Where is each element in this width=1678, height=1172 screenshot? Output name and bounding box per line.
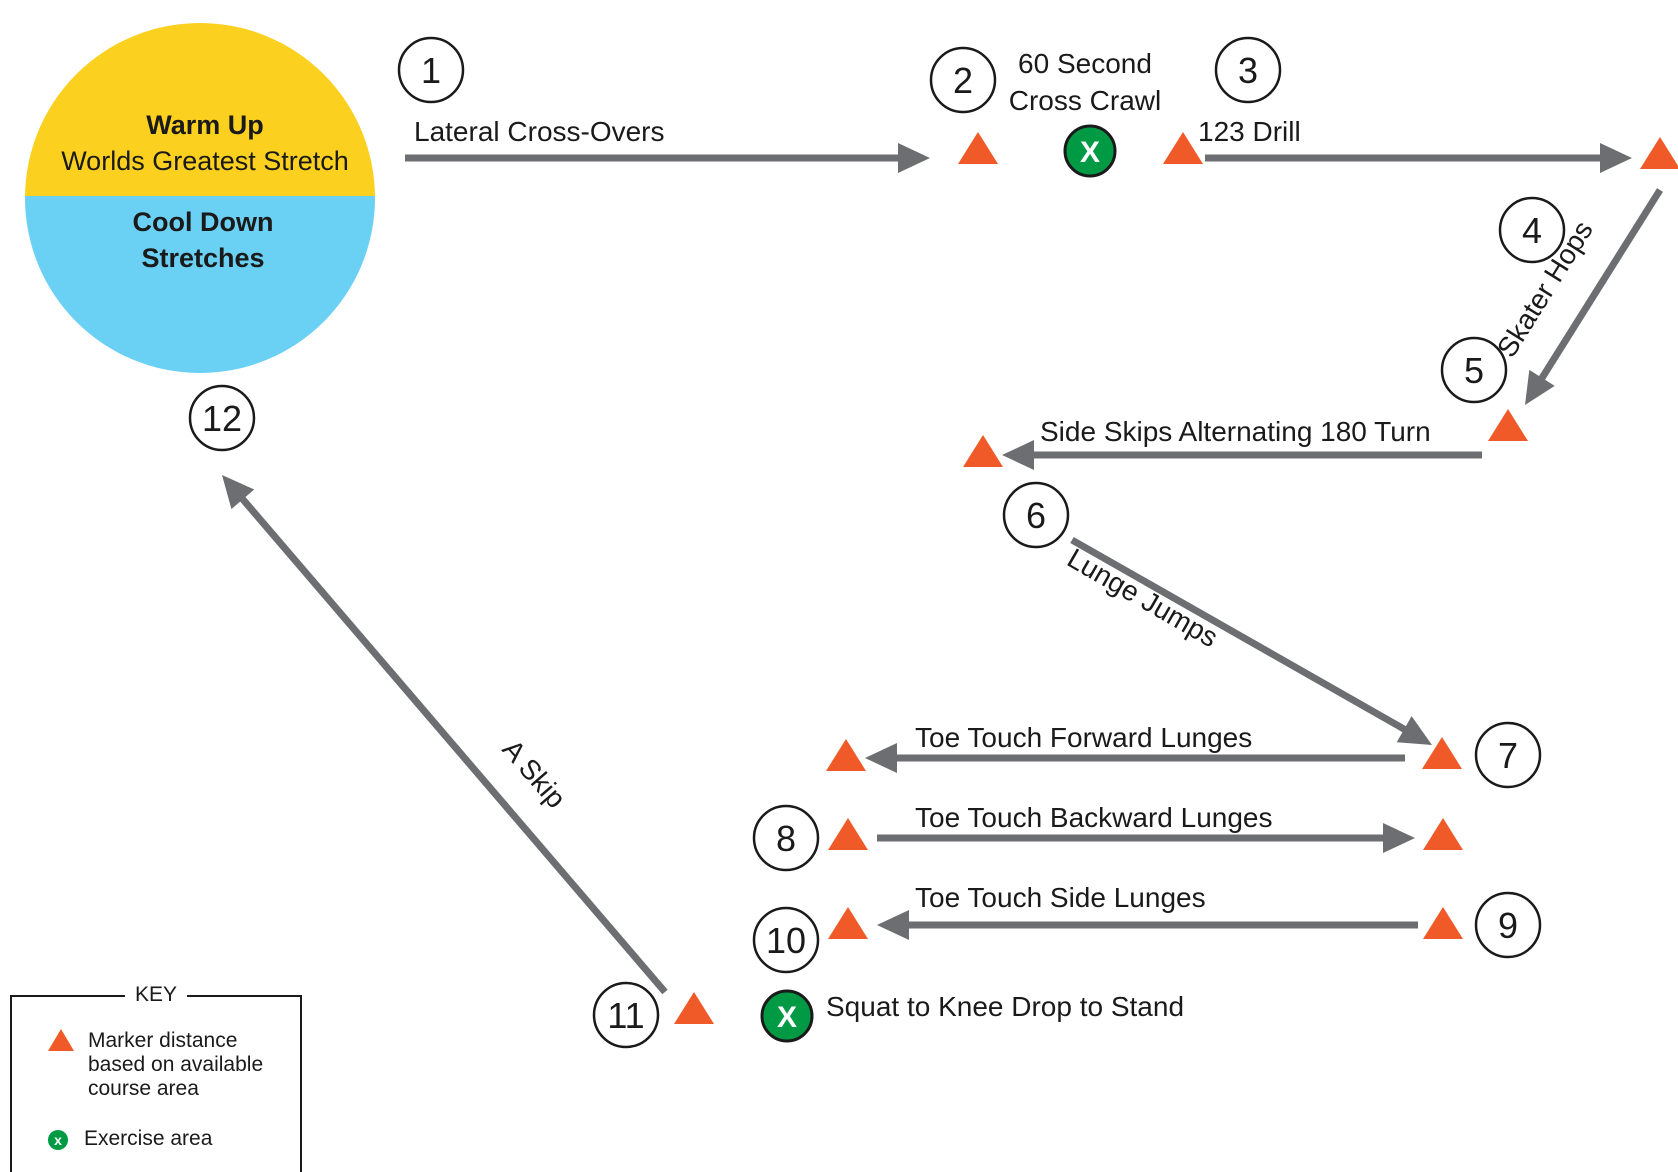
exercise-area-icon: x: [48, 1130, 68, 1150]
marker-icon: [1163, 132, 1203, 164]
exercise-area-x: X: [777, 1001, 797, 1034]
marker-icon: [826, 739, 866, 771]
legend-marker-label: Marker distance based on available cours…: [88, 1029, 264, 1100]
step-12-badge: 12: [188, 384, 256, 452]
step-number: 8: [776, 818, 796, 859]
step-2-label-line1: 60 Second: [1018, 48, 1152, 79]
arrow-head: [1600, 143, 1632, 173]
marker-icon: [1423, 907, 1463, 939]
step-4-badge: 4: [1498, 196, 1566, 264]
step-6-label: Lunge Jumps: [1062, 542, 1223, 653]
step-number: 5: [1464, 350, 1484, 391]
legend: KEY Marker distance based on available c…: [10, 983, 302, 1172]
step-10-label: Squat to Knee Drop to Stand: [826, 991, 1184, 1022]
exercise-area-squat: X: [760, 989, 814, 1043]
arrow-8: [877, 823, 1415, 853]
cool-down-title: Cool Down: [133, 207, 274, 237]
step-2-badge: 2: [929, 46, 997, 114]
exercise-area-cross-crawl: X: [1063, 124, 1117, 178]
step-11-badge: 11: [592, 981, 660, 1049]
marker-icon: [1488, 409, 1528, 441]
step-10-badge: 10: [752, 906, 820, 974]
exercise-area-icon: [1063, 124, 1117, 178]
warm-up-text: Worlds Greatest Stretch: [61, 146, 349, 176]
step-number: 1: [421, 50, 441, 91]
marker-icon: [828, 907, 868, 939]
arrow-head: [898, 143, 930, 173]
arrow-shaft: [1070, 536, 1408, 734]
start-station: Warm Up Worlds Greatest Stretch Cool Dow…: [25, 23, 375, 373]
cool-down-text: Stretches: [141, 243, 264, 273]
arrow-4: [1525, 188, 1663, 405]
step-number: 4: [1522, 210, 1542, 251]
step-7-badge: 7: [1474, 721, 1542, 789]
arrow-head: [1525, 369, 1555, 405]
arrow-head: [877, 910, 909, 940]
step-2-label-line2: Cross Crawl: [1009, 85, 1161, 116]
marker-icon: [674, 992, 714, 1024]
arrow-1: [405, 143, 930, 173]
legend-title: KEY: [124, 983, 188, 1007]
step-6-badge: 6: [1002, 481, 1070, 549]
legend-marker-row: Marker distance based on available cours…: [48, 1029, 288, 1101]
step-8-badge: 8: [752, 804, 820, 872]
step-3-badge: 3: [1214, 36, 1282, 104]
arrow-head: [1383, 823, 1415, 853]
triangle-marker-icon: [48, 1029, 74, 1051]
arrow-3: [1205, 143, 1632, 173]
marker-icon: [1640, 137, 1678, 169]
marker-icon: [1422, 737, 1462, 769]
warm-up-title: Warm Up: [146, 110, 264, 140]
step-7-label: Toe Touch Forward Lunges: [915, 722, 1252, 753]
marker-icon: [1423, 818, 1463, 850]
step-number: 9: [1498, 905, 1518, 946]
step-5-badge: 5: [1440, 336, 1508, 404]
marker-icon: [828, 818, 868, 850]
arrow-shaft: [1537, 188, 1663, 382]
arrow-9: [877, 910, 1418, 940]
step-11-label: A Skip: [496, 734, 571, 814]
arrow-head: [865, 743, 897, 773]
exercise-area-x: X: [1080, 136, 1100, 169]
arrow-5: [1002, 440, 1482, 470]
arrow-head: [1002, 440, 1034, 470]
marker-icon: [958, 132, 998, 164]
step-9-label: Toe Touch Side Lunges: [915, 882, 1206, 913]
arrow-shaft: [238, 495, 668, 995]
marker-icon: [963, 435, 1003, 467]
step-number: 11: [607, 995, 644, 1036]
arrow-11: [222, 475, 668, 995]
step-8-label: Toe Touch Backward Lunges: [915, 802, 1273, 833]
step-number: 3: [1238, 50, 1258, 91]
step-number: 6: [1026, 495, 1046, 536]
step-1-badge: 1: [397, 36, 465, 104]
step-5-label: Side Skips Alternating 180 Turn: [1040, 416, 1431, 447]
markers: [674, 132, 1678, 1024]
legend-exercise-label: Exercise area: [84, 1127, 213, 1150]
step-number: 12: [202, 398, 242, 439]
legend-exercise-row: x Exercise area: [48, 1127, 284, 1151]
arrow-7: [865, 743, 1405, 773]
step-9-badge: 9: [1474, 891, 1542, 959]
arrow-6: [1070, 536, 1432, 745]
step-3-label: 123 Drill: [1198, 116, 1301, 147]
step-number: 2: [953, 60, 973, 101]
arrow-head: [222, 475, 255, 510]
step-number: 7: [1498, 735, 1518, 776]
course-arrows: [222, 143, 1663, 995]
step-numbers: 1 2 3 4 5 6 7 8: [188, 36, 1566, 1049]
step-1-label: Lateral Cross-Overs: [414, 116, 665, 147]
exercise-area-icon: [760, 989, 814, 1043]
step-number: 10: [766, 920, 806, 961]
arrow-head: [1396, 716, 1432, 745]
step-labels: Lateral Cross-Overs 60 Second Cross Craw…: [414, 48, 1599, 1022]
